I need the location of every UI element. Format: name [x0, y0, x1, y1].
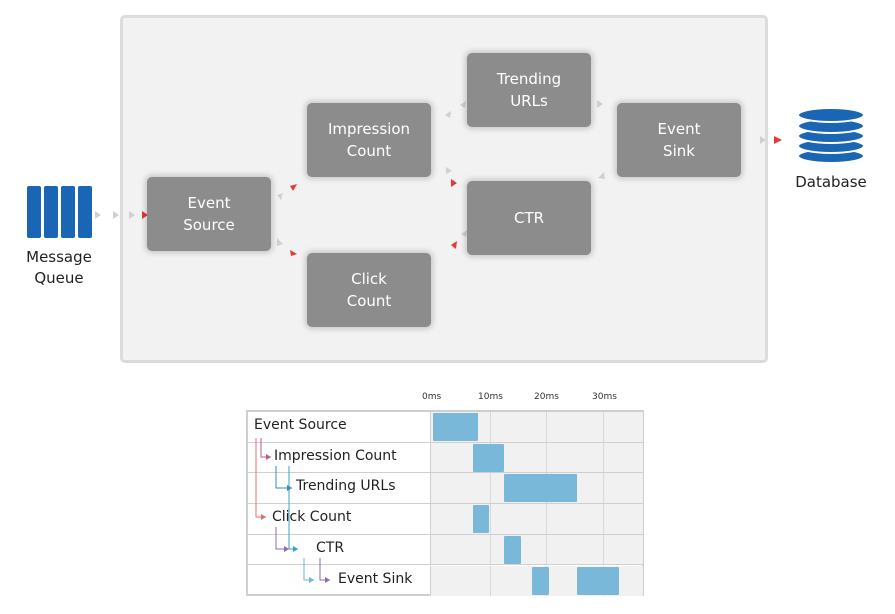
- node-ctr[interactable]: CTR: [467, 181, 591, 255]
- tick-20ms: 20ms: [534, 392, 559, 402]
- timeline-gridline: [489, 504, 491, 534]
- timeline-row: Event Source: [248, 412, 643, 443]
- timeline-gridline: [602, 473, 604, 504]
- timeline-gridline: [546, 504, 547, 534]
- timeline-track: [430, 504, 643, 534]
- timeline-gridline: [546, 534, 547, 565]
- tick-30ms: 30ms: [592, 392, 617, 402]
- timeline-gridline: [489, 412, 491, 442]
- timeline-row: CTR: [248, 534, 643, 566]
- timeline-track: [430, 473, 643, 504]
- timeline-track: [430, 412, 643, 442]
- timeline-gridline: [602, 504, 604, 534]
- timeline-row: Trending URLs: [248, 473, 643, 505]
- timeline-gridline: [602, 442, 604, 473]
- timeline-row: Click Count: [248, 504, 643, 535]
- timeline-gridline: [546, 412, 547, 442]
- tick-0ms: 0ms: [422, 392, 442, 402]
- timeline-bar: [503, 474, 578, 503]
- message-queue-label: Message Queue: [26, 248, 92, 287]
- timeline-bar: [433, 413, 479, 441]
- timeline-row: Impression Count: [248, 442, 643, 474]
- node-event-source[interactable]: Event Source: [147, 177, 271, 251]
- timeline-row-label: Impression Count: [274, 447, 397, 464]
- timeline-gridline: [489, 565, 491, 597]
- timeline-track: [430, 442, 643, 473]
- timeline-bar: [531, 566, 549, 595]
- node-impression-count[interactable]: Impression Count: [307, 103, 431, 177]
- pipeline-panel: [120, 15, 768, 363]
- timeline-bar: [472, 443, 504, 472]
- timeline-track: [430, 565, 643, 597]
- timeline-gridline: [546, 442, 547, 473]
- timeline-gridline: [602, 412, 604, 442]
- timeline-track: [430, 534, 643, 565]
- timeline-gridline: [489, 473, 491, 504]
- timeline-bar: [503, 535, 521, 564]
- node-trending-urls[interactable]: Trending URLs: [467, 53, 591, 127]
- timeline-row: Event Sink: [248, 565, 643, 597]
- timeline-bar: [472, 505, 490, 534]
- timeline-row-label: Event Sink: [338, 570, 413, 587]
- timeline-row-label: Event Source: [254, 417, 347, 433]
- database-label: Database: [795, 173, 867, 191]
- timeline-row-label: CTR: [316, 539, 345, 556]
- timeline-bar: [577, 566, 620, 595]
- tick-10ms: 10ms: [478, 392, 503, 402]
- timeline-row-label: Trending URLs: [296, 478, 396, 495]
- node-event-sink[interactable]: Event Sink: [617, 103, 741, 177]
- timeline-row-label: Click Count: [272, 509, 352, 526]
- timeline-gridline: [602, 534, 604, 565]
- timeline-gridline: [489, 534, 491, 565]
- node-click-count[interactable]: Click Count: [307, 253, 431, 327]
